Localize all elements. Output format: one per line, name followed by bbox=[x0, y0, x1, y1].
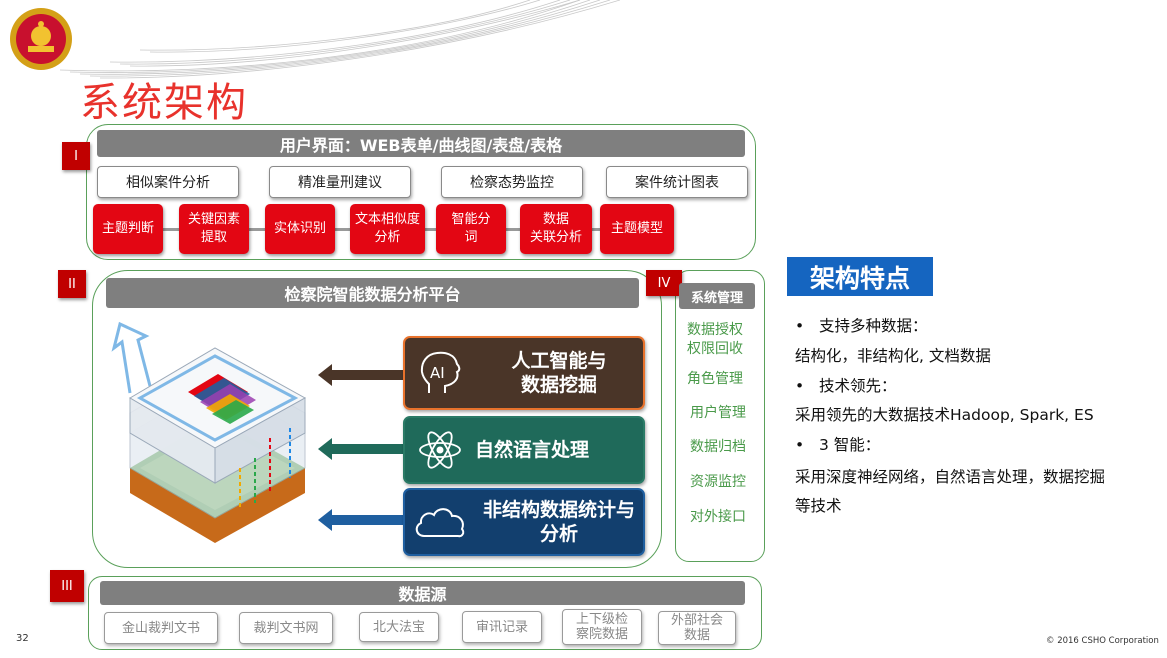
sys-item-external-api[interactable]: 对外接口 bbox=[690, 509, 746, 525]
capability-ai-data-mining[interactable]: AI 人工智能与数据挖掘 bbox=[403, 336, 645, 410]
layer-label-2: II bbox=[58, 270, 86, 298]
arrow-nlp bbox=[318, 438, 404, 460]
function-box-sentencing[interactable]: 精准量刑建议 bbox=[269, 166, 411, 198]
system-management-title: 系统管理 bbox=[679, 283, 755, 309]
function-box-similar-case[interactable]: 相似案件分析 bbox=[97, 166, 239, 198]
sys-item-resource-monitor[interactable]: 资源监控 bbox=[690, 474, 746, 490]
sys-item-user-management[interactable]: 用户管理 bbox=[690, 405, 746, 421]
cloud-icon bbox=[415, 508, 465, 538]
feature-3-head: •3 智能： bbox=[795, 436, 881, 454]
arrow-unstructured bbox=[318, 509, 404, 531]
capability-nlp[interactable]: 自然语言处理 bbox=[403, 416, 645, 484]
source-kingsoft-judgments[interactable]: 金山裁判文书 bbox=[104, 612, 218, 644]
component-entity-recognition[interactable]: 实体识别 bbox=[265, 204, 335, 254]
component-data-association[interactable]: 数据关联分析 bbox=[520, 204, 592, 254]
feature-3-body: 采用深度神经网络，自然语言处理，数据挖掘等技术 bbox=[795, 468, 1106, 515]
features-title: 架构特点 bbox=[787, 257, 933, 296]
data-source-frame bbox=[88, 576, 762, 650]
component-word-segmentation[interactable]: 智能分词 bbox=[436, 204, 506, 254]
layer-label-1: I bbox=[62, 142, 90, 170]
feature-2-head: •技术领先： bbox=[795, 377, 897, 395]
layer-label-4: IV bbox=[646, 270, 682, 296]
sys-item-data-archive[interactable]: 数据归档 bbox=[690, 439, 746, 455]
component-text-similarity[interactable]: 文本相似度分析 bbox=[350, 204, 425, 254]
source-pkulaw[interactable]: 北大法宝 bbox=[359, 612, 439, 642]
atom-icon bbox=[419, 431, 461, 469]
svg-text:AI: AI bbox=[430, 364, 445, 382]
page-number: 32 bbox=[16, 633, 29, 644]
sys-item-role-management[interactable]: 角色管理 bbox=[687, 371, 743, 387]
capability-unstructured-analysis[interactable]: 非结构数据统计与分析 bbox=[403, 488, 645, 556]
source-interrogation-records[interactable]: 审讯记录 bbox=[462, 611, 542, 643]
platform-layer-frame bbox=[92, 270, 662, 568]
system-management-frame bbox=[675, 270, 765, 562]
source-external-social-data[interactable]: 外部社会数据 bbox=[658, 611, 736, 645]
procuratorate-emblem-icon bbox=[10, 8, 72, 70]
sys-item-authorization[interactable]: 数据授权权限回收 bbox=[687, 322, 743, 357]
component-topic-model[interactable]: 主题模型 bbox=[600, 204, 674, 254]
function-box-monitoring[interactable]: 检察态势监控 bbox=[441, 166, 583, 198]
ui-layer-frame bbox=[86, 124, 756, 260]
data-stack-illustration bbox=[111, 321, 307, 543]
layer-label-3: III bbox=[50, 570, 84, 602]
platform-bar: 检察院智能数据分析平台 bbox=[106, 278, 639, 308]
feature-1-head: •支持多种数据： bbox=[795, 317, 928, 335]
component-key-factor[interactable]: 关键因素提取 bbox=[179, 204, 249, 254]
data-source-bar: 数据源 bbox=[100, 581, 745, 605]
ui-layer-bar: 用户界面：WEB表单/曲线图/表盘/表格 bbox=[97, 130, 745, 157]
feature-1-body: 结构化，非结构化, 文档数据 bbox=[795, 347, 991, 365]
feature-2-body: 采用领先的大数据技术Hadoop, Spark, ES bbox=[795, 406, 1094, 424]
source-judgment-website[interactable]: 裁判文书网 bbox=[239, 612, 333, 644]
function-box-statistics[interactable]: 案件统计图表 bbox=[606, 166, 748, 198]
source-procuratorate-data[interactable]: 上下级检察院数据 bbox=[562, 609, 642, 645]
copyright: © 2016 CSHO Corporation bbox=[1046, 636, 1159, 646]
component-topic-judgement[interactable]: 主题判断 bbox=[93, 204, 163, 254]
arrow-ai bbox=[318, 364, 404, 386]
decorative-wave-lines bbox=[60, 0, 620, 79]
ai-head-icon: AI bbox=[420, 351, 461, 393]
page-title: 系统架构 bbox=[80, 80, 248, 126]
